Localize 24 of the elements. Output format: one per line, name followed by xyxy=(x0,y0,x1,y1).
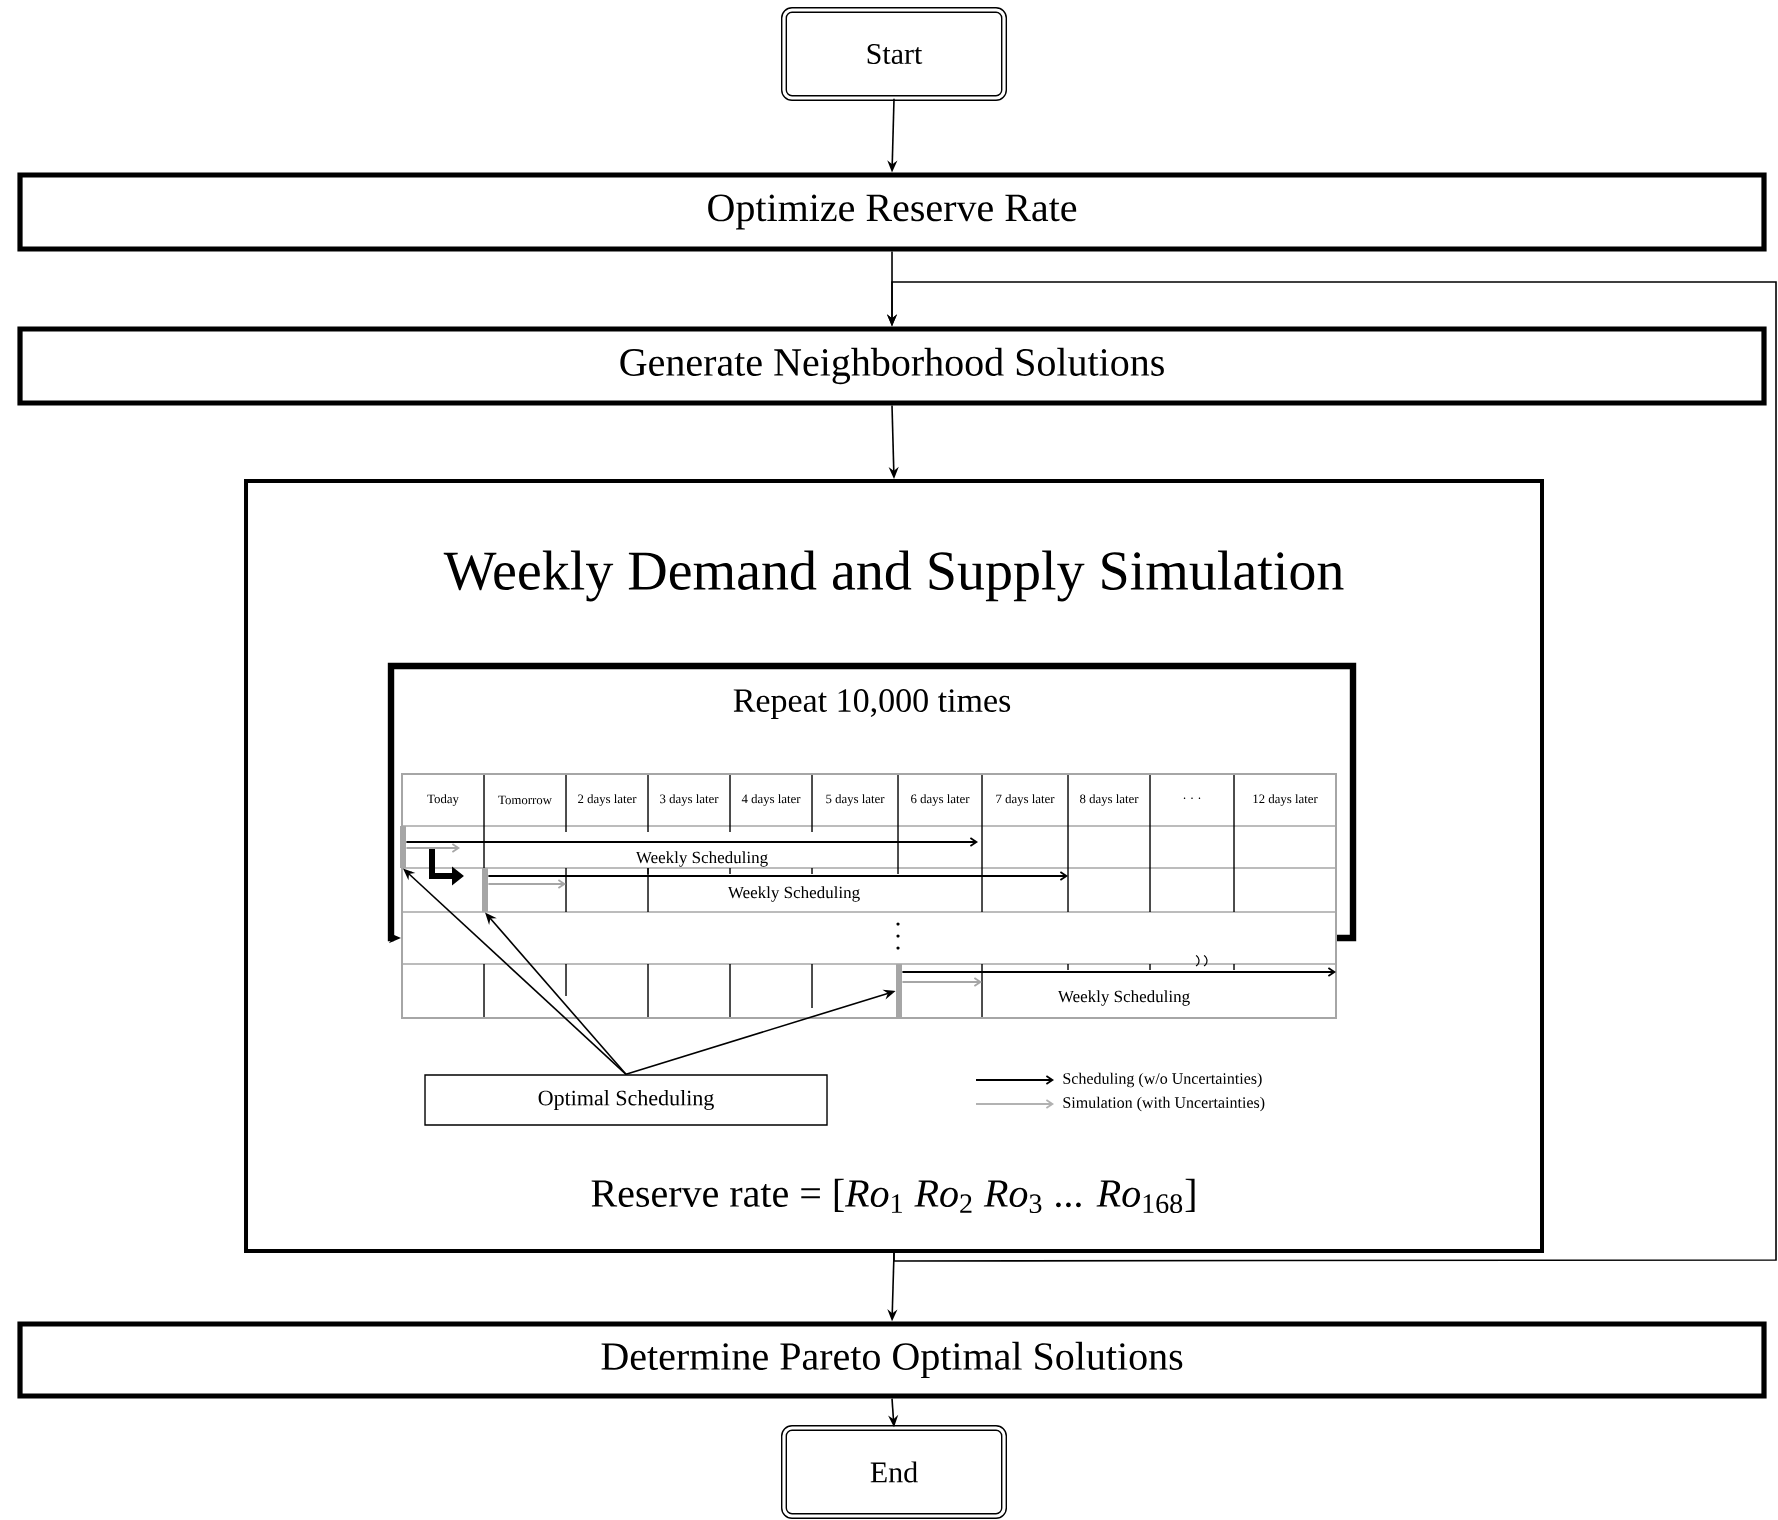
start-bar xyxy=(482,868,488,912)
box-title: Weekly Demand and Supply Simulation xyxy=(443,550,1344,602)
row-label: Weekly Scheduling xyxy=(1057,990,1190,1006)
edge-label: Repeat 10,000 times xyxy=(730,687,1014,721)
timeline-arrow xyxy=(487,871,1068,881)
start-bar xyxy=(896,964,902,1018)
formula-text: Reserve rate = [Ro$_{1}$ Ro$_{2}$ Ro$_{3}$ ... Ro$_{168}$] xyxy=(591,1178,1195,1214)
schedule-table xyxy=(401,773,1337,1019)
timeline-arrow xyxy=(901,967,1336,977)
legend-text: Scheduling (w/o Uncertainties) xyxy=(1063,1072,1262,1088)
timeline-arrow xyxy=(405,843,460,853)
timeline-arrow xyxy=(487,879,566,889)
legend-text: Simulation (with Uncertainties) xyxy=(1063,1096,1265,1112)
start-bar xyxy=(400,826,406,868)
terminal-box: End xyxy=(781,1425,1007,1519)
row-label: Weekly Scheduling xyxy=(635,851,768,867)
timeline-arrow xyxy=(901,977,982,987)
row-label: Weekly Scheduling xyxy=(727,886,860,902)
timeline-arrow xyxy=(405,837,978,847)
process-box: Determine Pareto Optimal Solutions xyxy=(17,1321,1767,1399)
process-box: Optimal Scheduling xyxy=(424,1074,828,1126)
process-box: Optimize Reserve Rate xyxy=(17,172,1767,252)
terminal-box: Start xyxy=(781,7,1007,101)
process-box: Generate Neighborhood Solutions xyxy=(17,326,1767,406)
